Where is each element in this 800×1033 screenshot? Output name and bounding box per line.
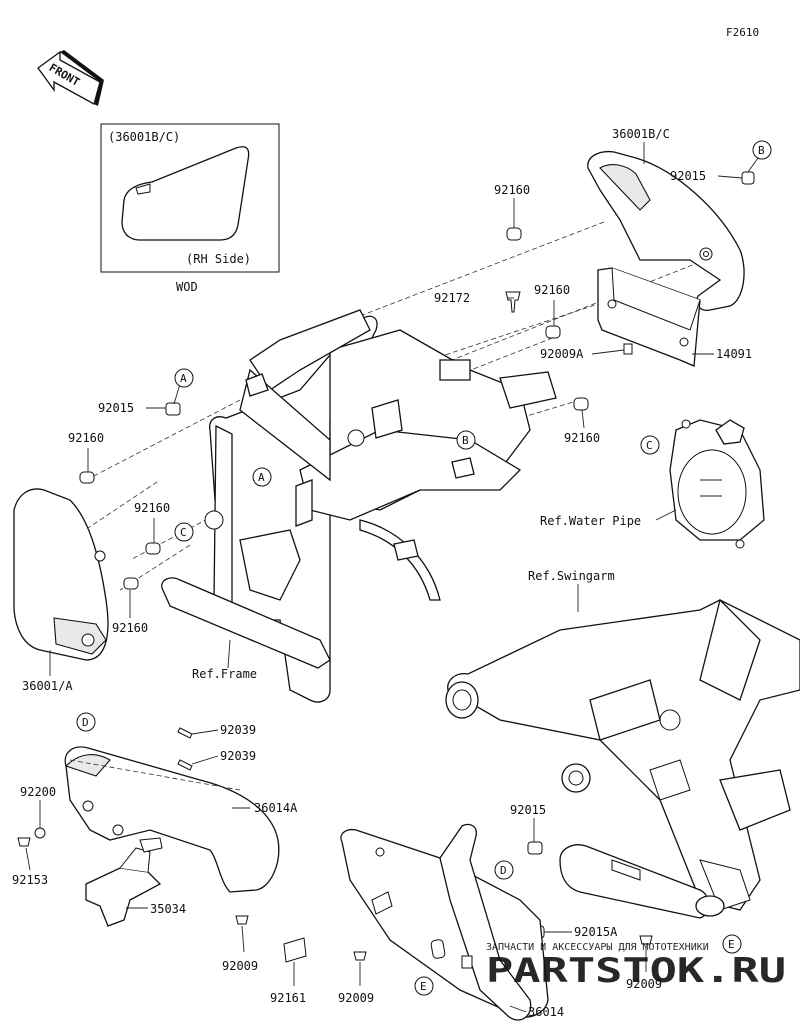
- bracket-35034: [85, 837, 163, 927]
- reference-markers: B A A B C C D D: [76, 140, 772, 996]
- figure-code: F2610: [726, 26, 759, 39]
- swingarm-assembly: [445, 598, 800, 919]
- svg-text:E: E: [420, 980, 427, 993]
- ref-marker-c-left: C: [174, 522, 194, 542]
- clip-92039-a: [177, 727, 193, 739]
- callout-92039-a: 92039: [220, 723, 256, 737]
- callout-ref-swing: Ref.Swingarm: [528, 569, 615, 583]
- inset-side-cover: [121, 146, 250, 241]
- pad-92161: [283, 937, 307, 963]
- callout-36014a: 36014A: [254, 801, 298, 815]
- inset-rh-side-panel: (36001B/C) (RH Side): [100, 123, 280, 273]
- grommet-92160-left: [79, 471, 95, 484]
- bolt-92153: [17, 837, 31, 847]
- svg-text:C: C: [180, 526, 187, 539]
- callout-92153: 92153: [12, 873, 48, 887]
- callout-14091: 14091: [716, 347, 752, 361]
- ref-marker-a-frame: A: [252, 467, 272, 487]
- svg-text:A: A: [258, 471, 265, 484]
- inset-title: (36001B/C): [108, 130, 180, 144]
- grommet-92015-low: [527, 841, 543, 855]
- inset-caption: WOD: [176, 280, 198, 294]
- callout-92161: 92161: [270, 991, 306, 1005]
- bracket-14091: [597, 267, 701, 367]
- grommet-92160-top: [506, 227, 522, 241]
- callout-36001a: 36001/A: [22, 679, 73, 693]
- ref-marker-b-top: B: [752, 140, 772, 160]
- svg-text:A: A: [180, 372, 187, 385]
- inset-tab: [135, 183, 151, 195]
- part-callouts: 92160 36001B/C 92015 92172 92160 92009A …: [12, 127, 752, 1019]
- callout-92160-mid: 92160: [534, 283, 570, 297]
- side-cover-36001bc: [587, 150, 755, 311]
- callout-92039-b: 92039: [220, 749, 256, 763]
- ref-marker-e-low: E: [414, 976, 434, 996]
- water-pipe-cover: [669, 419, 765, 549]
- grommet-92015-top: [741, 171, 755, 185]
- callout-92015-rt: 92015: [670, 169, 706, 183]
- svg-text:D: D: [82, 716, 89, 729]
- watermark-tagline: ЗАПЧАСТИ И АКСЕССУАРЫ ДЛЯ МОТОТЕХНИКИ: [486, 942, 709, 953]
- callout-ref-frame: Ref.Frame: [192, 667, 257, 681]
- grommet-92160-right: [573, 397, 589, 411]
- callout-92009-c: 92009: [626, 977, 662, 991]
- callout-92015a: 92015A: [574, 925, 618, 939]
- callout-92009a: 92009A: [540, 347, 584, 361]
- front-direction-icon: FRONT: [37, 50, 104, 106]
- side-cover-36001a: [13, 488, 109, 661]
- leader-lines: [25, 142, 759, 1013]
- bolt-92009-c: [639, 935, 653, 945]
- grommet-92160-low: [123, 577, 139, 590]
- callout-92172: 92172: [434, 291, 470, 305]
- ref-marker-d-cover: D: [76, 712, 96, 732]
- callout-36014: 36014: [528, 1005, 564, 1019]
- callout-92160-left2: 92160: [134, 501, 170, 515]
- callout-92009-a: 92009: [222, 959, 258, 973]
- grommet-92015-left: [165, 402, 181, 416]
- callout-92200: 92200: [20, 785, 56, 799]
- callout-ref-water: Ref.Water Pipe: [540, 514, 641, 528]
- callout-92015-lt: 92015: [98, 401, 134, 415]
- grommet-92160-left2: [145, 542, 161, 555]
- ref-marker-c-pump: C: [640, 435, 660, 455]
- svg-text:C: C: [646, 439, 653, 452]
- callout-92160-low: 92160: [112, 621, 148, 635]
- watermark: ЗАПЧАСТИ И АКСЕССУАРЫ ДЛЯ МОТОТЕХНИКИ PA…: [486, 942, 786, 991]
- svg-text:B: B: [758, 144, 765, 157]
- ref-marker-e-right: E: [722, 934, 742, 954]
- bolt-92009a: [623, 343, 633, 355]
- bolt-92009-a: [235, 915, 249, 925]
- watermark-brand: PARTSTOK.RU: [486, 951, 786, 991]
- lower-cover-36014: [340, 823, 549, 1021]
- callout-92160-top: 92160: [494, 183, 530, 197]
- svg-text:E: E: [728, 938, 735, 951]
- bolt-92009-b: [353, 951, 367, 961]
- callout-92160-right: 92160: [564, 431, 600, 445]
- callout-36001bc: 36001B/C: [612, 127, 670, 141]
- frame-assembly: [161, 309, 557, 703]
- chain-cover-36014a: [64, 746, 280, 893]
- callout-35034: 35034: [150, 902, 186, 916]
- ref-marker-b-frame: B: [456, 430, 476, 450]
- svg-text:D: D: [500, 864, 507, 877]
- inset-side-label: (RH Side): [186, 252, 251, 266]
- washer-92200: [34, 827, 46, 839]
- ref-marker-a-left: A: [174, 368, 194, 388]
- callout-92009-b: 92009: [338, 991, 374, 1005]
- callout-92160-left: 92160: [68, 431, 104, 445]
- ref-marker-d-low: D: [494, 860, 514, 880]
- grommet-92160-mid: [545, 325, 561, 339]
- clip-92039-b: [177, 759, 193, 771]
- screw-92172: [505, 291, 521, 313]
- callout-92015-low: 92015: [510, 803, 546, 817]
- svg-text:B: B: [462, 434, 469, 447]
